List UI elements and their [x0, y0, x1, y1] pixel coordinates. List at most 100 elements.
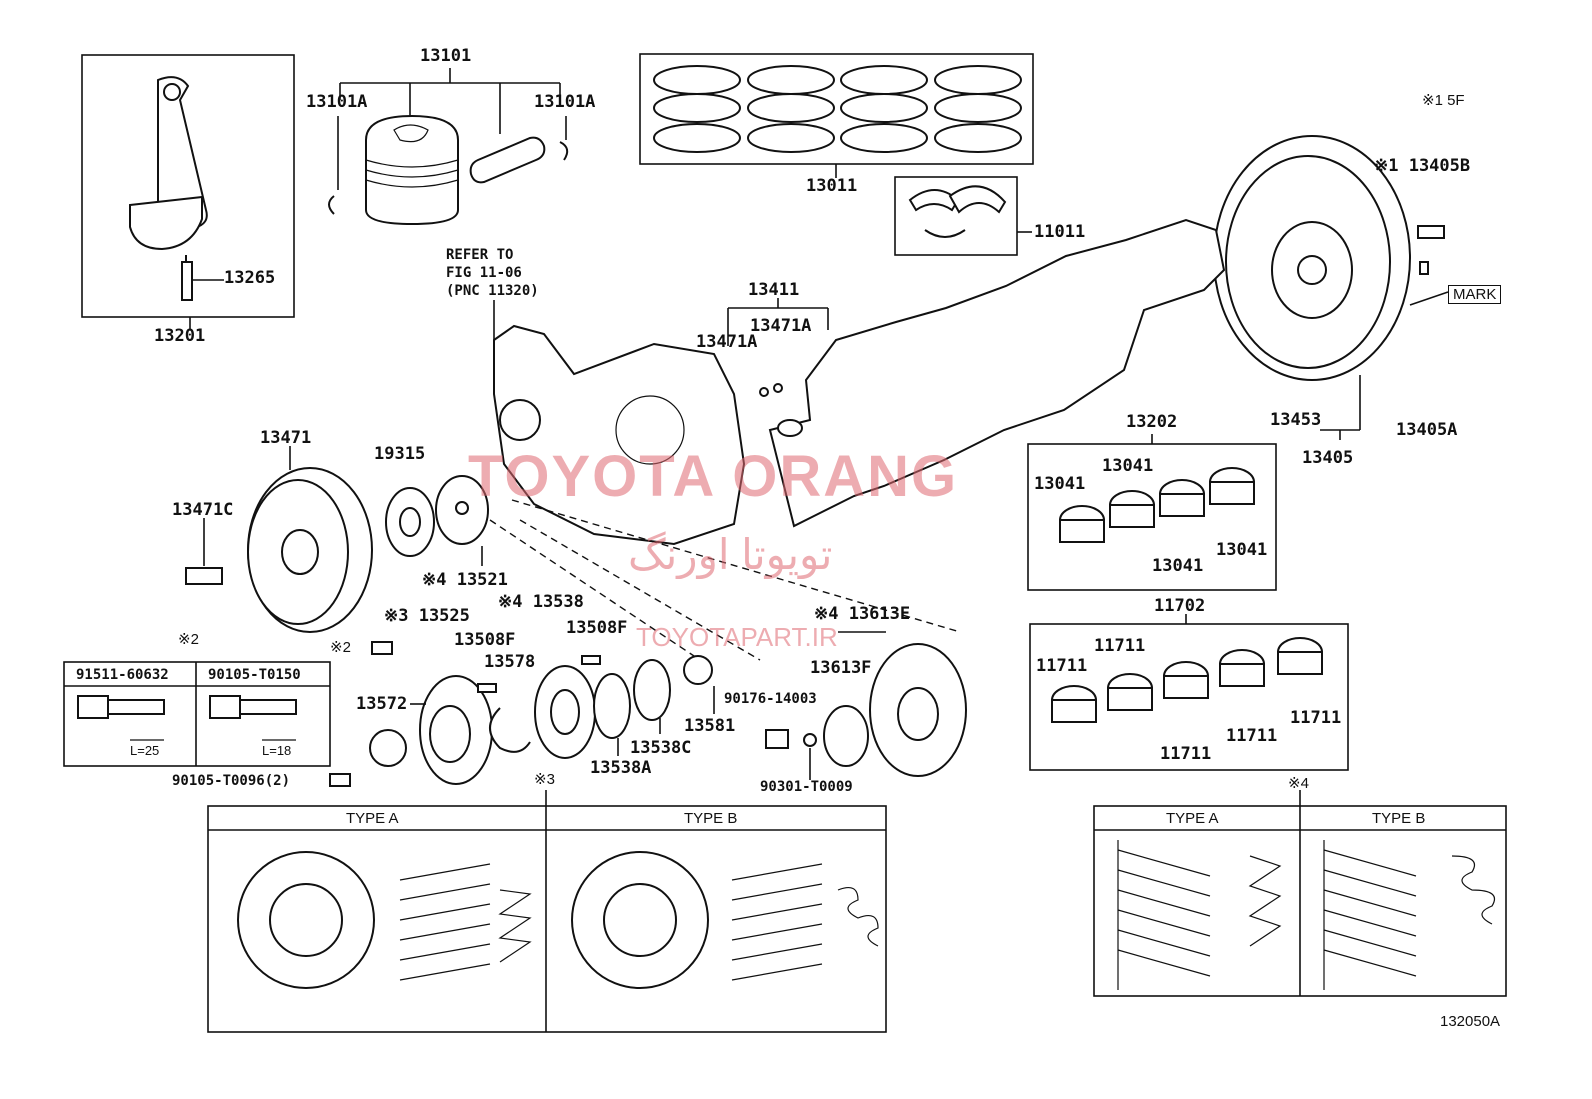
label-13101a-right[interactable]: 13101A — [534, 92, 596, 112]
label-13405b[interactable]: ※1 13405B — [1374, 156, 1471, 176]
piston-rings-illustration — [653, 65, 1022, 153]
label-13572[interactable]: 13572 — [356, 694, 408, 714]
label-13101a-left[interactable]: 13101A — [306, 92, 368, 112]
label-13041-bottom[interactable]: 13041 — [1152, 556, 1204, 576]
bracket-13411 — [727, 298, 829, 346]
note-3: ※3 — [534, 771, 555, 788]
type-panel-left — [207, 805, 887, 1033]
label-13411[interactable]: 13411 — [748, 280, 800, 300]
label-13471a-left[interactable]: 13471A — [696, 332, 758, 352]
note-1-5f: ※1 5F — [1422, 92, 1465, 109]
label-13578[interactable]: 13578 — [484, 652, 536, 672]
label-13265[interactable]: 13265 — [224, 268, 276, 288]
label-13405a[interactable]: 13405A — [1396, 420, 1458, 440]
refer-line-1: REFER TO — [446, 247, 514, 263]
flywheel-bolt-illustration — [1417, 225, 1445, 239]
label-11711-mid[interactable]: 11711 — [1226, 726, 1278, 746]
clip-left — [328, 195, 335, 215]
diagram-id: 132050A — [1440, 1013, 1501, 1030]
connecting-rod-frame — [81, 54, 295, 318]
bolt-table-len-2: L=18 — [262, 743, 292, 758]
pulley-bolt-illustration — [185, 567, 223, 585]
sprocket-19315 — [385, 487, 435, 557]
label-90176-14003[interactable]: 90176-14003 — [724, 691, 817, 707]
gear-13613e — [869, 643, 967, 777]
bearing-box-11702 — [1029, 623, 1349, 771]
label-19315[interactable]: 19315 — [374, 444, 426, 464]
label-13521[interactable]: ※4 13521 — [422, 570, 508, 590]
label-13041-top[interactable]: 13041 — [1102, 456, 1154, 476]
note-2-bolt: ※2 — [330, 639, 351, 656]
watermark-brand: TOYOTA ORANG — [468, 444, 959, 509]
label-13041-right[interactable]: 13041 — [1216, 540, 1268, 560]
label-13581[interactable]: 13581 — [684, 716, 736, 736]
gasket-13538a — [593, 673, 631, 739]
label-13508f-left[interactable]: 13508F — [454, 630, 516, 650]
sprocket-13521 — [435, 475, 489, 545]
label-11711-right[interactable]: 11711 — [1290, 708, 1342, 728]
crank-pulley-illustration — [247, 467, 373, 633]
valve-13581 — [683, 655, 713, 685]
label-11711-bottom[interactable]: 11711 — [1160, 744, 1212, 764]
label-13613e[interactable]: ※4 13613E — [814, 604, 911, 624]
note-2-table: ※2 — [178, 631, 199, 648]
left-type-b-header: TYPE B — [684, 810, 738, 827]
left-type-a-header: TYPE A — [346, 810, 399, 827]
label-11711-top[interactable]: 11711 — [1094, 636, 1146, 656]
label-13508f-right[interactable]: 13508F — [566, 618, 628, 638]
bracket-13405 — [1320, 375, 1361, 440]
label-13101[interactable]: 13101 — [420, 46, 472, 66]
label-13538[interactable]: ※4 13538 — [498, 592, 584, 612]
gear-13525 — [419, 675, 493, 785]
bolt-table-part-1[interactable]: 91511-60632 — [76, 667, 169, 683]
label-90301-t0009[interactable]: 90301-T0009 — [760, 779, 853, 795]
note-4: ※4 — [1288, 775, 1309, 792]
piston-pin-illustration — [469, 136, 546, 184]
label-11702[interactable]: 11702 — [1154, 596, 1206, 616]
label-13538c[interactable]: 13538C — [630, 738, 692, 758]
flywheel-illustration — [1213, 135, 1411, 381]
washer-90301 — [803, 733, 817, 747]
ring-13538c — [633, 659, 671, 721]
label-13613f[interactable]: 13613F — [810, 658, 872, 678]
bracket-13101 — [339, 68, 561, 134]
bolt-table — [63, 661, 331, 767]
bolt-table-part-2[interactable]: 90105-T0150 — [208, 667, 301, 683]
crank-bearings-13041 — [1059, 467, 1255, 543]
label-13453[interactable]: 13453 — [1270, 410, 1322, 430]
label-13011[interactable]: 13011 — [806, 176, 858, 196]
right-type-a-header: TYPE A — [1166, 810, 1219, 827]
seal-13613f — [823, 705, 869, 767]
ring-13578 — [489, 707, 531, 753]
connecting-rod-illustration — [129, 76, 208, 301]
plate-13572 — [369, 729, 407, 767]
label-13525[interactable]: ※3 13525 — [384, 606, 470, 626]
label-13201[interactable]: 13201 — [154, 326, 206, 346]
mark-tag: MARK — [1448, 285, 1502, 304]
refer-line-3: (PNC 11320) — [446, 283, 539, 299]
bolt-13508-small — [371, 641, 393, 655]
plate-13538 — [534, 665, 596, 759]
bolt-table-len-1: L=25 — [130, 743, 160, 758]
label-13471c[interactable]: 13471C — [172, 500, 234, 520]
right-type-b-header: TYPE B — [1372, 810, 1426, 827]
label-13471a-right[interactable]: 13471A — [750, 316, 812, 336]
label-13041-left[interactable]: 13041 — [1034, 474, 1086, 494]
label-11011[interactable]: 11011 — [1034, 222, 1086, 242]
label-11711-left[interactable]: 11711 — [1036, 656, 1088, 676]
bushing-90176 — [765, 729, 789, 749]
label-13471[interactable]: 13471 — [260, 428, 312, 448]
piston-illustration — [365, 114, 459, 226]
clip-right — [559, 141, 569, 161]
type-panel-right — [1093, 805, 1507, 997]
watermark-persian: تویوتا اورنگ — [628, 531, 833, 578]
label-13538a[interactable]: 13538A — [590, 758, 652, 778]
label-90105-t0096[interactable]: 90105-T0096(2) — [172, 773, 291, 789]
refer-line-2[interactable]: FIG 11-06 — [446, 265, 522, 281]
label-13405[interactable]: 13405 — [1302, 448, 1354, 468]
label-13202[interactable]: 13202 — [1126, 412, 1178, 432]
thrust-washer-illustration — [908, 189, 966, 238]
oil-pump-cover-illustration — [493, 324, 746, 546]
